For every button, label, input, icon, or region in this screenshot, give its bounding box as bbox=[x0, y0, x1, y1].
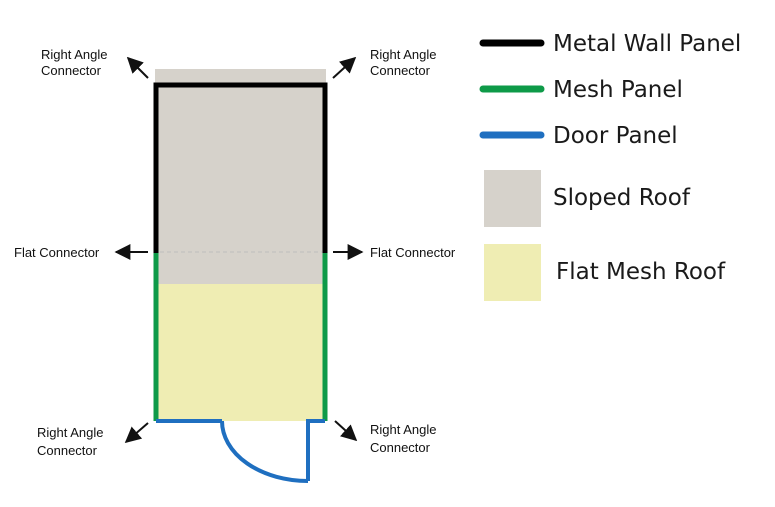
arrow-top-left bbox=[126, 56, 149, 79]
legend-label-sloped-roof: Sloped Roof bbox=[553, 185, 691, 211]
flat-mesh-roof-area bbox=[156, 284, 325, 421]
connector-label-top-right: Right Angle Connector bbox=[370, 47, 440, 78]
arrow-bottom-left bbox=[124, 422, 149, 444]
connector-label-mid-left: Flat Connector bbox=[14, 245, 100, 260]
arrow-bottom-right bbox=[334, 420, 358, 442]
metal-wall-panel bbox=[153, 82, 328, 253]
legend-label-door-panel: Door Panel bbox=[553, 123, 678, 149]
legend-swatch-flat-mesh-roof bbox=[484, 244, 541, 301]
legend-label-flat-mesh-roof: Flat Mesh Roof bbox=[556, 259, 726, 285]
legend-label-metal-wall-panel: Metal Wall Panel bbox=[553, 31, 741, 57]
legend-label-mesh-panel: Mesh Panel bbox=[553, 77, 683, 103]
connector-label-mid-right: Flat Connector bbox=[370, 245, 456, 260]
door-swing-arc bbox=[220, 420, 309, 483]
door-panel-bottom-right bbox=[306, 419, 325, 481]
connector-label-top-left: Right Angle Connector bbox=[41, 47, 111, 78]
arrow-top-right bbox=[332, 56, 357, 79]
legend-swatch-sloped-roof bbox=[484, 170, 541, 227]
legend: Metal Wall Panel Mesh Panel Door Panel S… bbox=[479, 31, 741, 301]
sloped-roof-area bbox=[155, 69, 326, 284]
connector-label-bottom-right: Right Angle Connector bbox=[370, 422, 440, 455]
connector-label-bottom-left: Right Angle Connector bbox=[37, 425, 107, 458]
